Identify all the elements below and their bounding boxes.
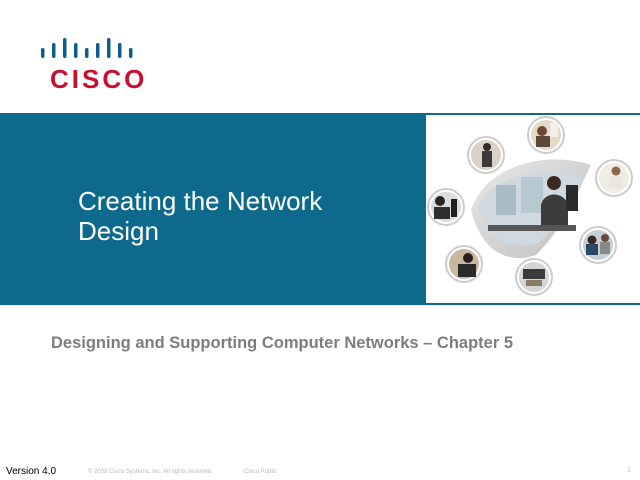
circle-photo-1 <box>467 136 505 174</box>
circle-photo-7 <box>515 258 553 296</box>
circle-photo-5 <box>579 226 617 264</box>
cisco-logo-bars <box>41 38 133 58</box>
footer-classification: Cisco Public <box>244 469 278 475</box>
slide-subtitle: Designing and Supporting Computer Networ… <box>51 334 514 352</box>
footer-version: Version 4.0 <box>6 466 57 477</box>
circle-photo-6 <box>445 245 483 283</box>
circle-photo-3 <box>595 159 633 197</box>
title-band <box>0 113 424 305</box>
photo-collage-graphic <box>427 116 633 296</box>
circle-photo-4 <box>427 188 465 226</box>
cisco-logo-wordmark: CISCO <box>50 64 148 94</box>
central-photo <box>478 172 584 246</box>
photo-collage <box>424 113 640 305</box>
footer-page-number: 1 <box>627 467 631 474</box>
circle-photo-2 <box>527 116 565 154</box>
footer-copyright: © 2008 Cisco Systems, Inc. All rights re… <box>88 469 213 475</box>
slide-title: Creating the Network Design <box>78 186 323 246</box>
